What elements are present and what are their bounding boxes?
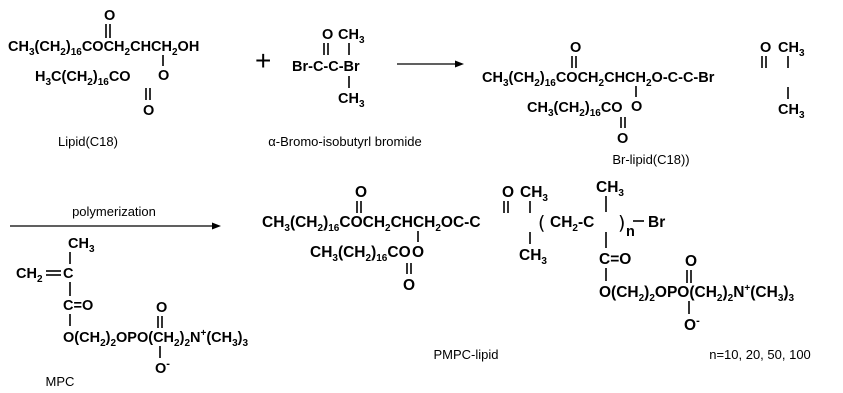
- pmpc-lipid-caption: PMPC-lipid: [433, 347, 498, 362]
- br-lipid-ester-oxygen: O: [631, 99, 642, 115]
- pmpc-line2: CH3(CH2)16CO: [310, 244, 411, 264]
- mpc-vinyl-carbon: C: [63, 266, 74, 282]
- polymerization-label: polymerization: [72, 204, 156, 219]
- pmpc-repeat-n: n: [626, 224, 635, 240]
- reaction-arrow-2: polymerization: [10, 204, 221, 230]
- br-lipid-c18-structure: O O CH3 CH3(CH2)16COCH2CHCH2O-C-C-Br CH3…: [482, 40, 805, 167]
- lipid-line1: CH3(CH2)16COCH2CHCH2OH: [8, 39, 199, 58]
- pmpc-lipid-structure: O O CH3 CH3 CH3(CH2)16COCH2CHCH2OC-C ( C…: [262, 179, 811, 362]
- mpc-structure: CH3 CH2 C C=O O O(CH2)2OPO(CH2)2N+(CH3)3…: [16, 236, 249, 389]
- lipid-carbonyl-top: O: [104, 8, 115, 24]
- bromide-carbonyl: O: [322, 27, 333, 43]
- pmpc-line1: CH3(CH2)16COCH2CHCH2OC-C: [262, 214, 481, 234]
- br-lipid-carbonyl-bottom: O: [617, 131, 628, 147]
- br-lipid-methyl-top: CH3: [778, 40, 805, 59]
- bromide-methyl-top: CH3: [338, 27, 365, 46]
- br-lipid-methyl-bottom: CH3: [778, 102, 805, 121]
- lipid-line2: H3C(CH2)16CO: [35, 69, 131, 88]
- pmpc-close-paren: ): [618, 212, 625, 234]
- pmpc-carbonyl-second: O: [502, 184, 514, 201]
- lipid-carbonyl-bottom: O: [143, 103, 154, 119]
- mpc-chain: O(CH2)2OPO(CH2)2N+(CH3)3: [63, 328, 249, 349]
- mpc-methyl: CH3: [68, 236, 95, 255]
- pmpc-ester-oxygen: O: [412, 244, 424, 261]
- reaction-arrow-1: [397, 60, 464, 68]
- lipid-c18-caption: Lipid(C18): [58, 134, 118, 149]
- pmpc-phosphoryl-oxygen: O: [685, 253, 697, 270]
- br-lipid-line2: CH3(CH2)16CO: [527, 100, 623, 119]
- pmpc-open-paren: (: [538, 212, 545, 234]
- lipid-c18-structure: CH3(CH2)16COCH2CHCH2OH O O H3C(CH2)16CO …: [8, 8, 199, 149]
- bromide-main: Br-C-C-Br: [292, 59, 360, 75]
- mpc-caption: MPC: [46, 374, 75, 389]
- pmpc-side-chain: O(CH2)2OPO(CH2)2N+(CH3)3: [599, 283, 795, 304]
- pmpc-methyl-repeat: CH3: [596, 179, 624, 199]
- br-lipid-caption: Br-lipid(C18)): [612, 152, 689, 167]
- mpc-vinyl: CH2: [16, 266, 43, 285]
- bromide-caption: α-Bromo-isobutyrl bromide: [268, 134, 421, 149]
- br-lipid-line1: CH3(CH2)16COCH2CHCH2O-C-C-Br: [482, 70, 715, 89]
- pmpc-carbonyl-top: O: [355, 184, 367, 201]
- pmpc-side-carbonyl: C=O: [599, 251, 631, 268]
- pmpc-terminal-br: Br: [648, 214, 665, 231]
- br-lipid-carbonyl-top: O: [570, 40, 581, 56]
- mpc-phosphoryl-oxygen: O: [156, 300, 167, 316]
- mpc-carbonyl: C=O: [63, 298, 93, 314]
- degree-of-polymerization-note: n=10, 20, 50, 100: [709, 347, 811, 362]
- pmpc-methyl-top: CH3: [520, 184, 548, 204]
- pmpc-methyl-bottom: CH3: [519, 247, 547, 267]
- mpc-phosphate-oxygen: O-: [155, 358, 170, 377]
- plus-sign: +: [255, 45, 271, 76]
- lipid-ester-oxygen: O: [158, 68, 169, 84]
- bromo-isobutyryl-bromide-structure: O CH3 Br-C-C-Br CH3 α-Bromo-isobutyrl br…: [268, 27, 421, 149]
- pmpc-phosphate-oxygen: O-: [684, 315, 700, 334]
- bromide-methyl-bottom: CH3: [338, 91, 365, 110]
- pmpc-repeat-unit: CH2-C: [550, 214, 594, 234]
- pmpc-carbonyl-bottom: O: [403, 277, 415, 294]
- br-lipid-carbonyl-second: O: [760, 40, 771, 56]
